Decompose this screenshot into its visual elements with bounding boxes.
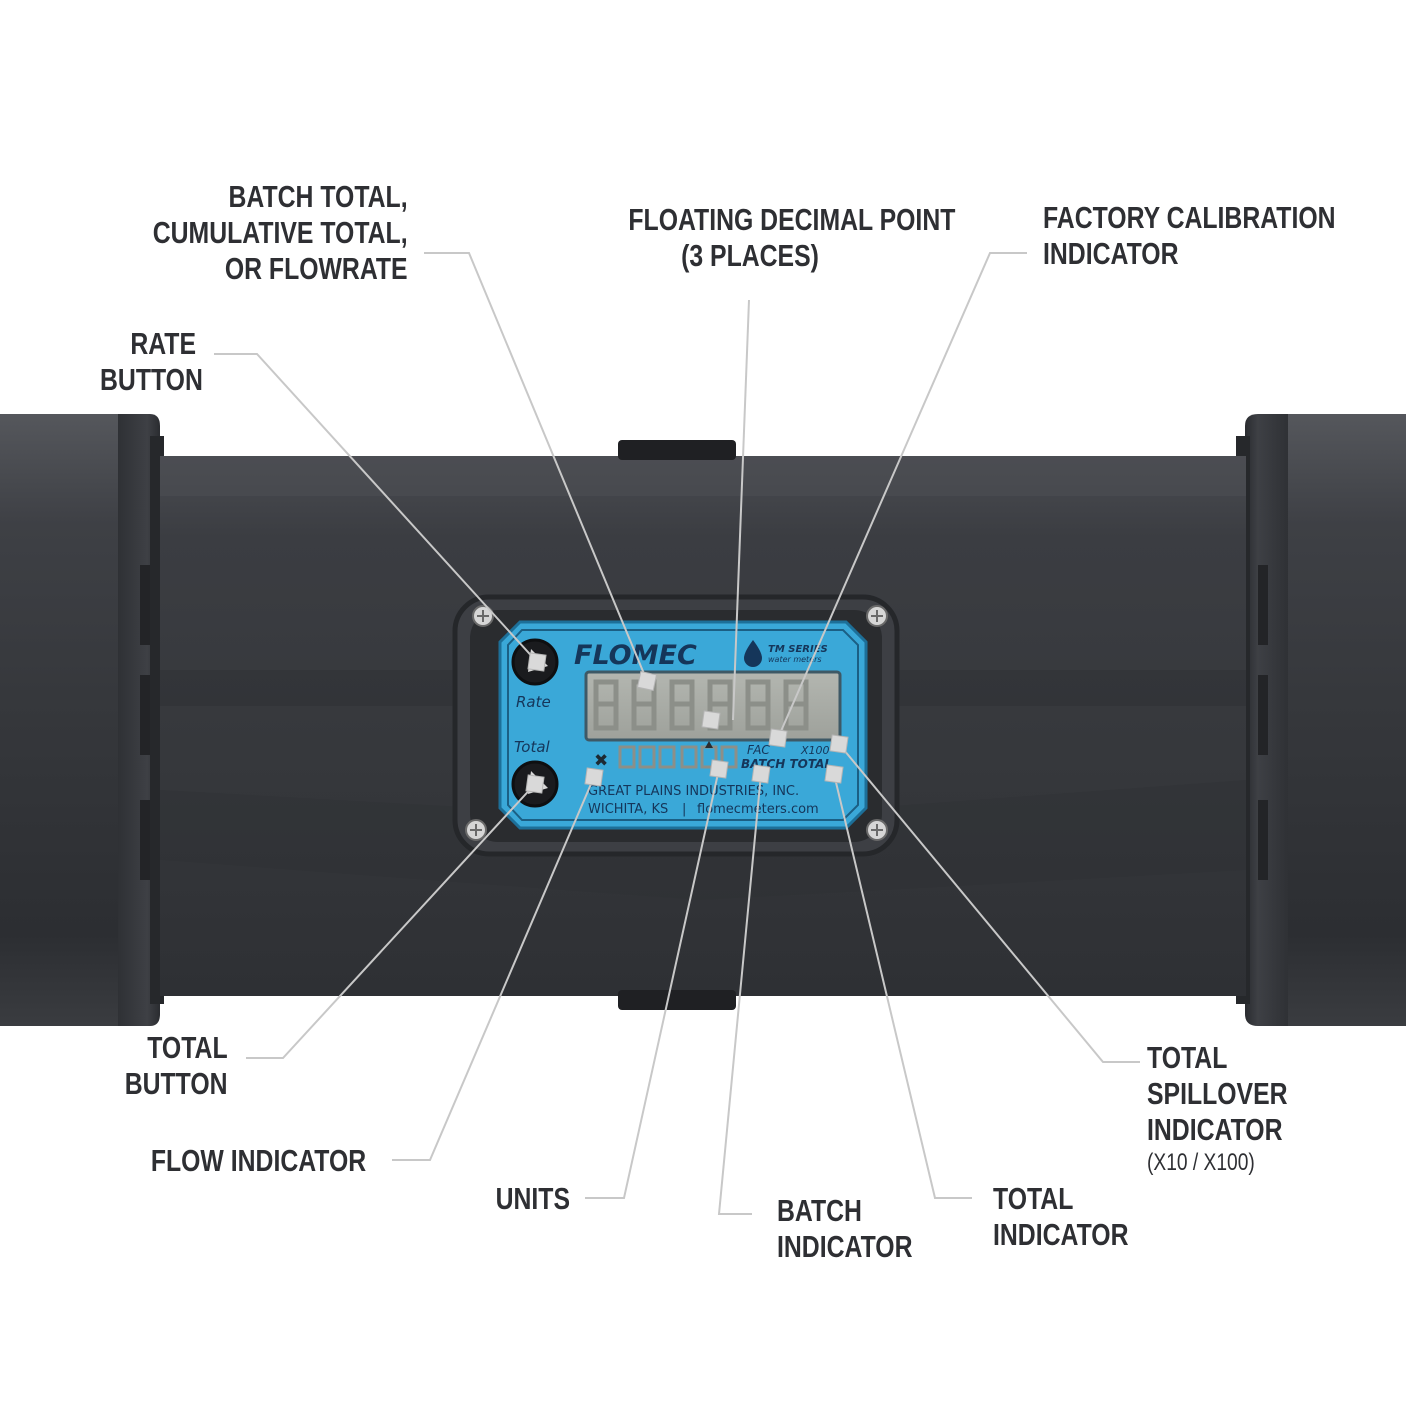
fan-icon: ✖ — [594, 751, 608, 771]
svg-text:water meters: water meters — [768, 655, 822, 664]
pipe-left — [0, 414, 140, 1026]
callout-decimal-point: FLOATING DECIMAL POINT (3 PLACES) — [628, 202, 956, 273]
svg-text:X100: X100 — [800, 744, 830, 757]
callout-total-indicator: TOTAL INDICATOR — [993, 1181, 1129, 1252]
callout-batch-total: BATCH TOTAL, CUMULATIVE TOTAL, OR FLOWRA… — [153, 179, 408, 286]
callout-units: UNITS — [495, 1181, 570, 1216]
lcd-arrow-icon — [705, 741, 713, 748]
callout-rate-button: RATE BUTTON — [100, 326, 203, 397]
callout-flow-indicator: FLOW INDICATOR — [150, 1143, 366, 1178]
callout-factory-calibration: FACTORY CALIBRATION INDICATOR — [1043, 200, 1336, 271]
svg-text:GREAT PLAINS INDUSTRIES, INC.: GREAT PLAINS INDUSTRIES, INC. — [588, 784, 799, 799]
svg-text:|: | — [682, 802, 686, 817]
callout-spillover: TOTAL SPILLOVER INDICATOR (X10 / X100) — [1147, 1040, 1288, 1176]
drop-icon — [744, 640, 762, 667]
svg-text:Rate: Rate — [516, 693, 551, 711]
svg-text:FAC: FAC — [747, 743, 770, 757]
screw-icon — [465, 605, 888, 841]
leader-lines — [214, 252, 1140, 1215]
svg-text:WICHITA, KS: WICHITA, KS — [588, 802, 668, 817]
svg-text:Total: Total — [514, 738, 551, 756]
callout-batch-indicator: BATCH INDICATOR — [777, 1193, 913, 1264]
lcd-digits — [593, 679, 809, 731]
svg-text:TM SERIES: TM SERIES — [768, 644, 828, 655]
callout-total-button: TOTAL BUTTON — [125, 1030, 228, 1101]
pipe-right — [1270, 414, 1406, 1026]
marker-squares — [525, 652, 849, 794]
